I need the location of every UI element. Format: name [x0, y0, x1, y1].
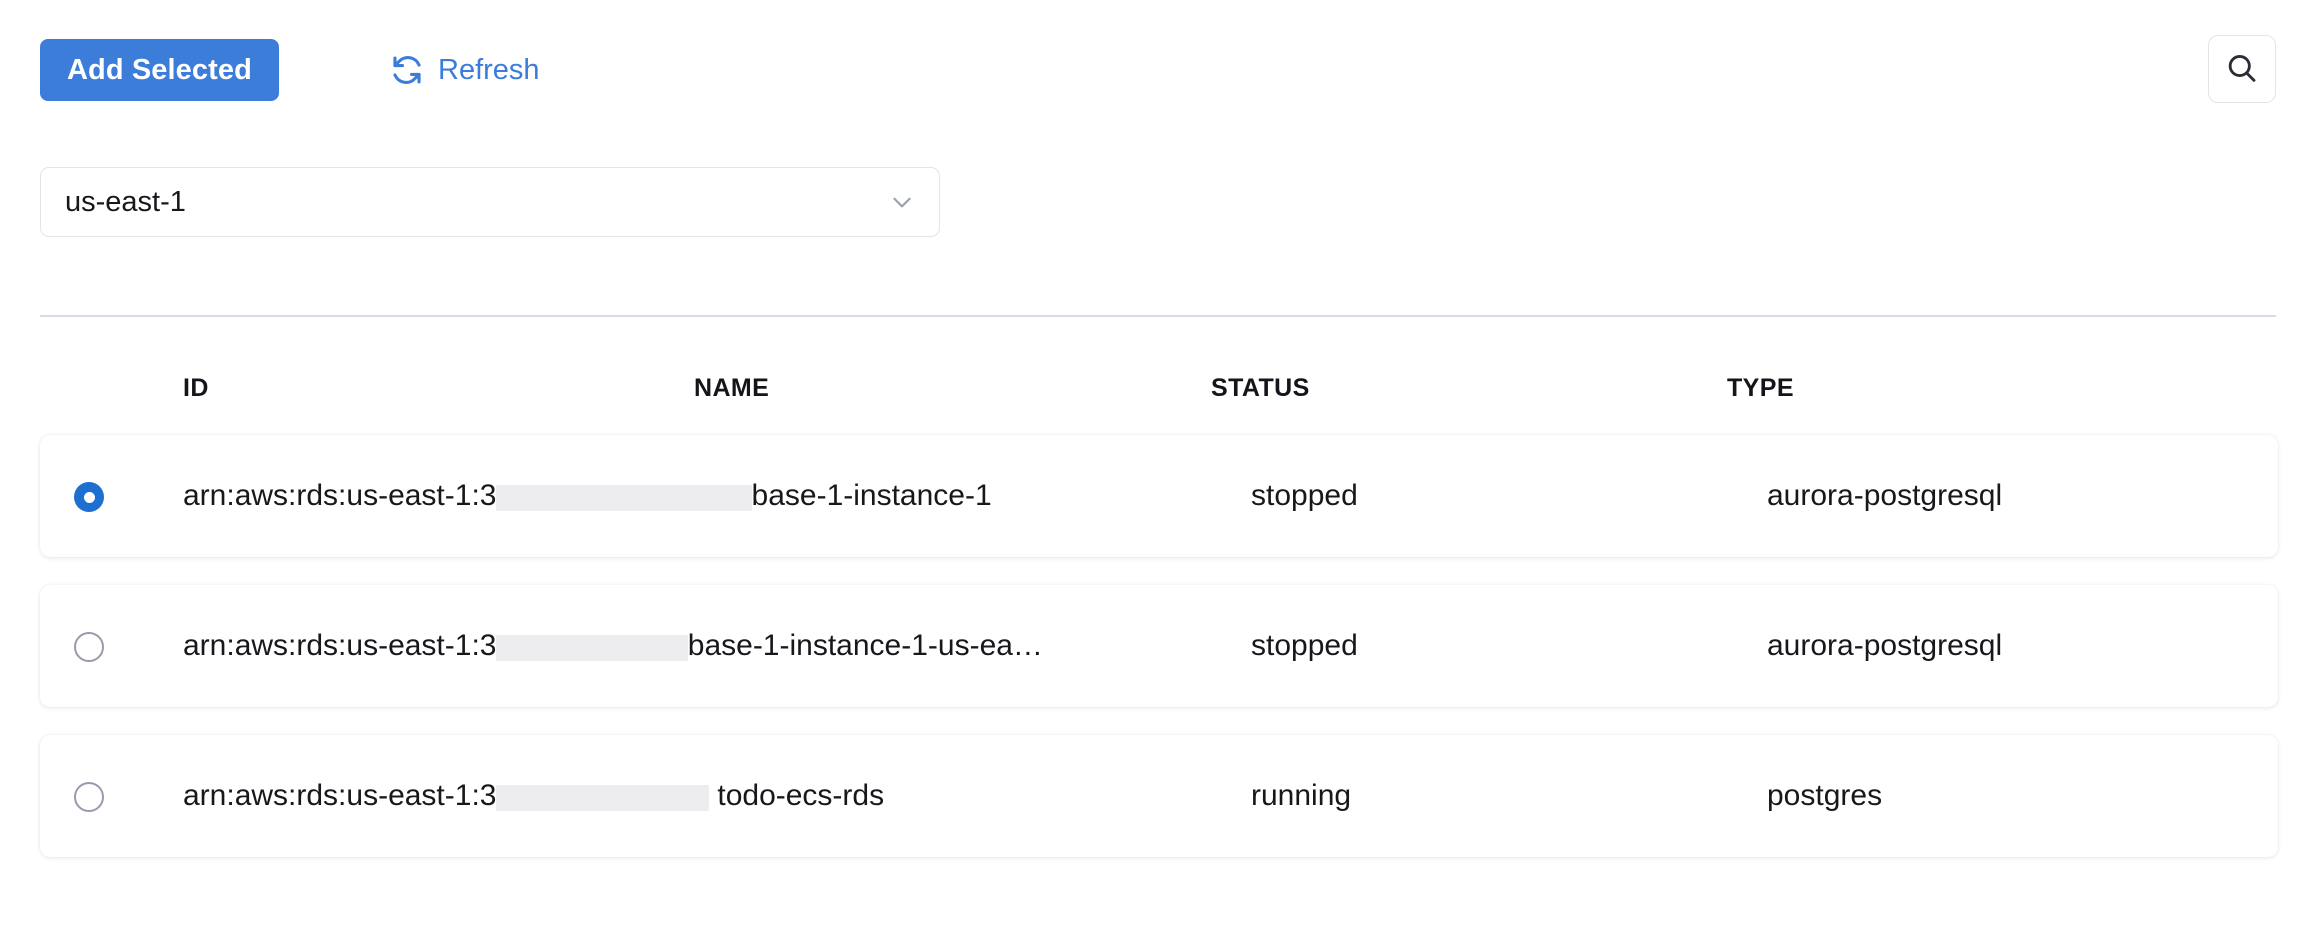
arn-prefix: arn:aws:rds:us-east-1:3	[183, 779, 497, 812]
refresh-label: Refresh	[438, 53, 540, 86]
table-row[interactable]: arn:aws:rds:us-east-1:3█████████base-1-i…	[40, 585, 2278, 707]
cell-id-arn: arn:aws:rds:us-east-1:3████████████base-…	[183, 435, 1203, 557]
arn-redacted-account-id: ████████████	[496, 479, 751, 512]
table-row[interactable]: arn:aws:rds:us-east-1:3██████████ todo-e…	[40, 735, 2278, 857]
region-select-wrapper: us-east-1	[40, 167, 940, 237]
cell-status: running	[1251, 779, 1352, 812]
column-header-status: STATUS	[1211, 374, 1310, 402]
cell-status: stopped	[1251, 479, 1358, 512]
arn-suffix: base-1-instance-1-us-ea…	[687, 629, 1043, 662]
search-icon	[2224, 51, 2260, 87]
column-header-type: TYPE	[1727, 374, 1794, 402]
radio-unselected-icon[interactable]	[74, 632, 104, 662]
cell-type: postgres	[1767, 779, 1883, 812]
arn-suffix: todo-ecs-rds	[709, 779, 885, 812]
table-row[interactable]: arn:aws:rds:us-east-1:3████████████base-…	[40, 435, 2278, 557]
region-select[interactable]: us-east-1	[40, 167, 940, 237]
toolbar: Add Selected Refresh	[0, 0, 2298, 130]
arn-prefix: arn:aws:rds:us-east-1:3	[183, 629, 497, 662]
arn-redacted-account-id: █████████	[496, 629, 687, 662]
add-selected-button[interactable]: Add Selected	[40, 39, 279, 101]
cell-id-arn: arn:aws:rds:us-east-1:3██████████ todo-e…	[183, 735, 1203, 857]
cell-type: aurora-postgresql	[1767, 479, 2003, 512]
section-divider	[40, 315, 2276, 317]
radio-unselected-icon[interactable]	[74, 782, 104, 812]
refresh-icon	[390, 53, 424, 87]
refresh-button[interactable]: Refresh	[390, 39, 540, 101]
instances-table: ID NAME STATUS TYPE arn:aws:rds:us-east-…	[0, 350, 2298, 885]
arn-redacted-account-id: ██████████	[496, 779, 709, 812]
arn-suffix: base-1-instance-1	[751, 479, 992, 512]
column-header-id: ID	[183, 374, 209, 402]
arn-prefix: arn:aws:rds:us-east-1:3	[183, 479, 497, 512]
cell-status: stopped	[1251, 629, 1358, 662]
radio-selected-icon[interactable]	[74, 482, 104, 512]
cell-type: aurora-postgresql	[1767, 629, 2003, 662]
table-header-row: ID NAME STATUS TYPE	[0, 350, 2298, 435]
region-select-value: us-east-1	[65, 185, 186, 218]
search-button[interactable]	[2208, 35, 2276, 103]
cell-id-arn: arn:aws:rds:us-east-1:3█████████base-1-i…	[183, 585, 1203, 707]
column-header-name: NAME	[694, 374, 770, 402]
table-body: arn:aws:rds:us-east-1:3████████████base-…	[0, 435, 2298, 857]
chevron-down-icon	[889, 189, 915, 215]
